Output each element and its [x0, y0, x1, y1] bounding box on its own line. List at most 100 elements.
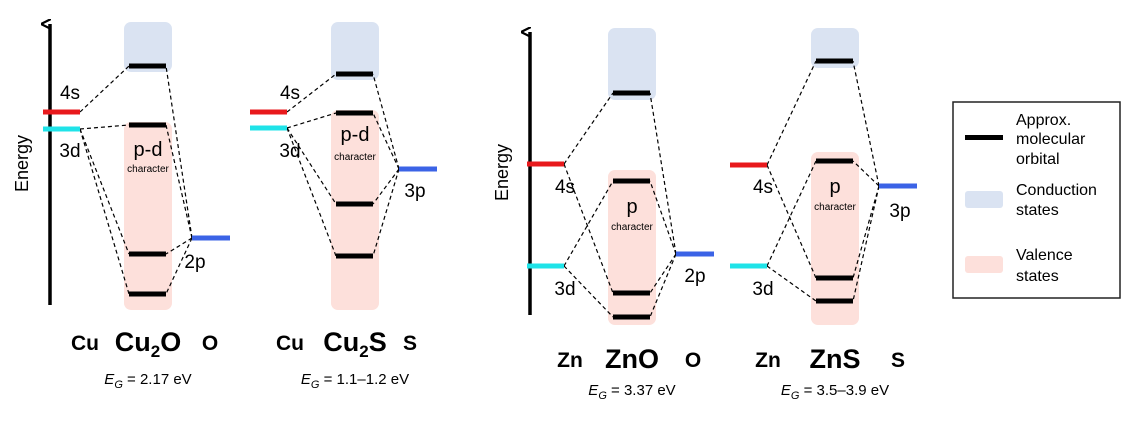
metal-3d-label: 3d: [752, 279, 773, 300]
band-gap-symbol: E: [781, 382, 792, 399]
metal-3d-level: [43, 126, 80, 132]
correlation-line: [563, 180, 614, 267]
compound-formula: ZnO: [605, 344, 659, 374]
anion-element-label: O: [685, 349, 701, 372]
metal-element-label: Cu: [276, 332, 304, 355]
molecular-orbital-level: [613, 314, 650, 320]
formula-base: Cu: [115, 327, 151, 357]
correlation-line: [766, 60, 817, 166]
metal-3d-level: [250, 125, 287, 131]
character-label: p: [626, 196, 637, 218]
correlation-line: [852, 185, 880, 279]
correlation-line: [372, 168, 400, 205]
legend-valence-swatch: [965, 256, 1003, 273]
compound-formula: Cu2O: [115, 327, 181, 361]
molecular-orbital-level: [816, 158, 853, 164]
correlation-line: [165, 124, 193, 239]
correlation-line: [286, 112, 337, 129]
molecular-orbital-level: [336, 110, 373, 116]
molecular-orbital-level: [613, 178, 650, 184]
correlation-line: [286, 73, 337, 113]
metal-4s-label: 4s: [555, 177, 575, 198]
correlation-line: [852, 60, 880, 187]
metal-4s-level: [730, 162, 767, 168]
correlation-line: [165, 237, 193, 295]
valence-band-region: [811, 152, 859, 325]
anion-p-level: [879, 183, 917, 189]
metal-3d-label: 3d: [59, 141, 80, 162]
correlation-line: [649, 180, 677, 255]
correlation-line: [852, 185, 880, 302]
band-gap-value: = 2.17 eV: [123, 371, 192, 388]
anion-p-label: 3p: [404, 181, 425, 202]
molecular-orbital-level: [816, 275, 853, 281]
band-gap-symbol: E: [301, 371, 312, 388]
anion-p-label: 3p: [889, 201, 910, 222]
formula-subscript: 2: [151, 342, 160, 361]
molecular-orbital-level: [336, 201, 373, 207]
valence-band-region: [124, 122, 172, 310]
correlation-line: [766, 164, 817, 279]
molecular-orbital-level: [129, 63, 166, 69]
correlation-line: [649, 92, 677, 255]
conduction-band-region: [608, 28, 656, 100]
correlation-line: [766, 160, 817, 267]
formula-base: ZnO: [605, 344, 659, 374]
legend-valence-label-1: Valence: [1016, 247, 1073, 264]
correlation-line: [79, 128, 130, 255]
molecular-orbital-level: [816, 298, 853, 304]
correlation-line: [165, 237, 193, 255]
formula-subscript: 2: [359, 342, 368, 361]
legend-orbital-label-2: molecular: [1016, 131, 1086, 148]
correlation-line: [79, 124, 130, 130]
molecular-orbital-level: [816, 58, 853, 64]
energy-axis-label: Energy: [12, 135, 32, 192]
character-label: p: [829, 176, 840, 198]
anion-p-level: [192, 235, 230, 241]
compound-formula: Cu2S: [323, 327, 386, 361]
band-gap-subscript: G: [598, 390, 607, 402]
correlation-line: [79, 128, 130, 295]
band-gap-symbol: E: [104, 371, 115, 388]
band-gap-value: = 3.5–3.9 eV: [799, 382, 889, 399]
correlation-line: [649, 253, 677, 294]
metal-3d-level: [730, 263, 767, 269]
correlation-line: [563, 163, 614, 294]
metal-4s-label: 4s: [280, 83, 300, 104]
metal-3d-label: 3d: [554, 279, 575, 300]
anion-p-label: 2p: [184, 252, 205, 273]
character-sublabel: character: [814, 202, 856, 213]
molecular-orbital-level: [336, 71, 373, 77]
band-gap-subscript: G: [114, 379, 123, 391]
correlation-line: [286, 127, 337, 257]
correlation-line: [165, 65, 193, 239]
legend-orbital-label-3: orbital: [1016, 151, 1060, 168]
correlation-line: [852, 160, 880, 187]
metal-4s-level: [527, 161, 564, 167]
conduction-band-region: [124, 22, 172, 72]
metal-3d-level: [527, 263, 564, 269]
correlation-line: [563, 92, 614, 165]
band-gap-symbol: E: [588, 382, 599, 399]
metal-3d-label: 3d: [279, 141, 300, 162]
anion-p-level: [676, 251, 714, 257]
band-gap-label: EG = 3.37 eV: [588, 382, 675, 402]
molecular-orbital-level: [613, 90, 650, 96]
correlation-line: [372, 112, 400, 170]
conduction-band-region: [811, 28, 859, 68]
legend-orbital-label-1: Approx.: [1016, 112, 1071, 129]
correlation-line: [649, 253, 677, 318]
formula-rest: O: [160, 327, 181, 357]
character-sublabel: character: [611, 222, 653, 233]
molecular-orbital-level: [129, 291, 166, 297]
metal-4s-label: 4s: [60, 83, 80, 104]
legend-conduction-label-2: states: [1016, 202, 1059, 219]
band-gap-label: EG = 3.5–3.9 eV: [781, 382, 889, 402]
band-gap-subscript: G: [311, 379, 320, 391]
character-label: p-d: [341, 124, 370, 146]
molecular-orbital-level: [129, 122, 166, 128]
anion-p-label: 2p: [684, 266, 705, 287]
